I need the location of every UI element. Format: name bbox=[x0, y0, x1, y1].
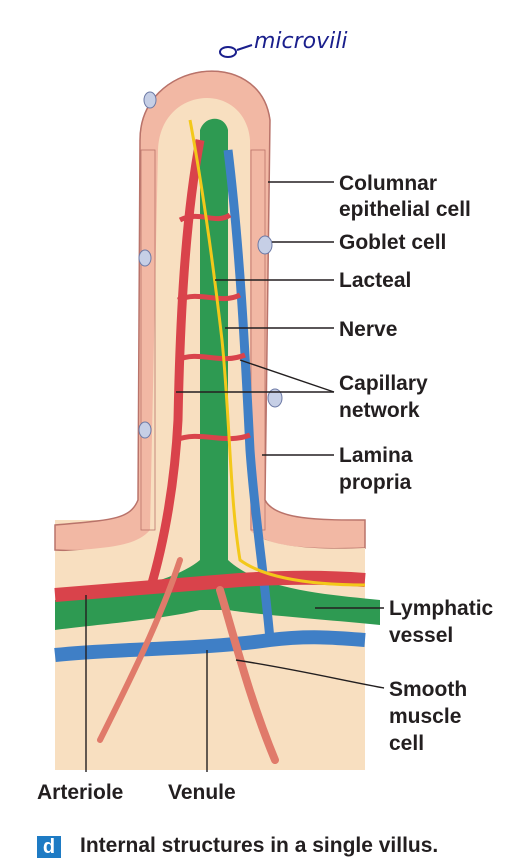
nerve-fiber bbox=[188, 119, 366, 587]
label-goblet-cell: Goblet cell bbox=[339, 231, 446, 254]
microvilli-annotation-circle bbox=[219, 46, 237, 58]
caption-text: Internal structures in a single villus. bbox=[80, 834, 439, 857]
label-columnar-line1: Columnar bbox=[339, 172, 437, 195]
arteriole-base bbox=[54, 570, 366, 602]
label-nerve: Nerve bbox=[339, 318, 397, 341]
label-lymphatic-line1: Lymphatic bbox=[389, 597, 494, 620]
microvilli-annotation-stroke bbox=[236, 44, 253, 51]
label-capillary-line1: Capillary bbox=[339, 372, 428, 395]
label-smooth-line2: muscle bbox=[389, 705, 461, 728]
lacteal bbox=[55, 118, 380, 630]
microvilli-annotation: microvili bbox=[254, 29, 348, 54]
label-lymphatic-line2: vessel bbox=[389, 624, 453, 647]
smooth-muscle-cell-left bbox=[97, 557, 183, 743]
label-lamina-line2: propria bbox=[339, 471, 412, 494]
leader-capillary-1 bbox=[239, 359, 335, 393]
label-smooth-line1: Smooth bbox=[389, 678, 467, 701]
goblet-cells bbox=[138, 91, 283, 439]
label-arteriole: Arteriole bbox=[37, 781, 123, 804]
label-smooth-line3: cell bbox=[389, 732, 424, 755]
microvilli-border bbox=[139, 70, 271, 141]
label-lamina-line1: Lamina bbox=[339, 444, 413, 467]
arteriole-network bbox=[145, 139, 205, 592]
leader-smooth-muscle bbox=[235, 659, 385, 689]
label-capillary-line2: network bbox=[339, 399, 420, 422]
label-venule: Venule bbox=[168, 781, 236, 804]
label-columnar-line2: epithelial cell bbox=[339, 198, 471, 221]
smooth-muscle-cell bbox=[216, 586, 279, 764]
caption-letter-badge: d bbox=[37, 836, 61, 858]
label-lacteal: Lacteal bbox=[339, 269, 411, 292]
venule-base bbox=[54, 630, 366, 662]
